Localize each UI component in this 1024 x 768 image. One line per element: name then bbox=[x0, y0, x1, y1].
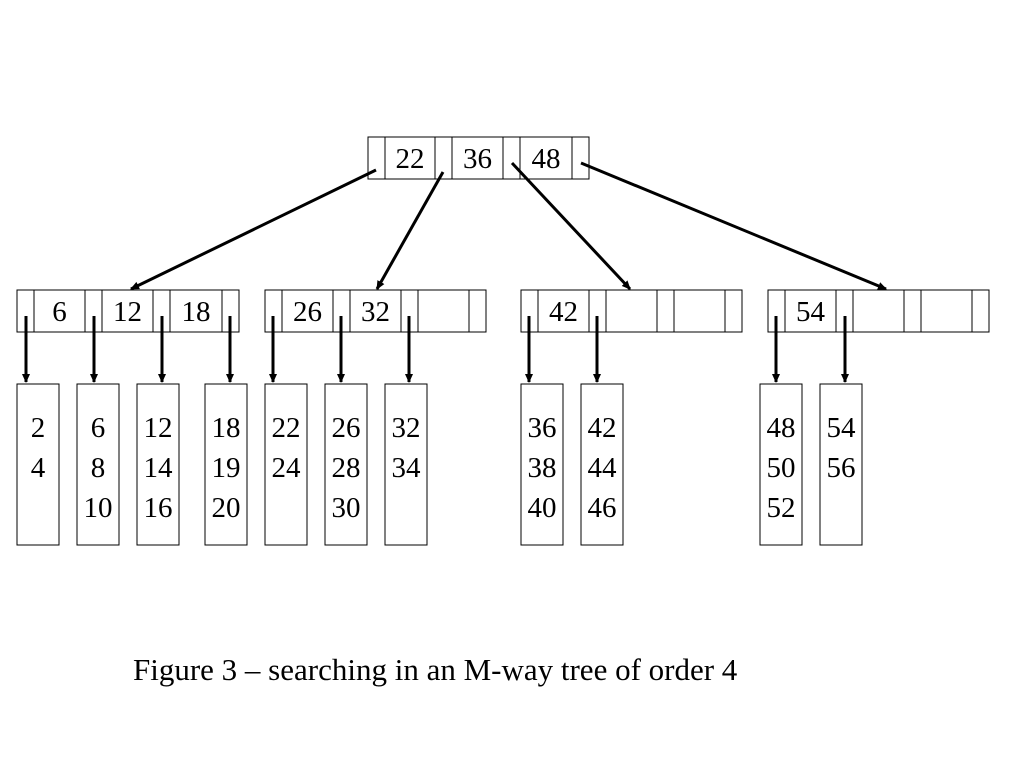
leaf-outline bbox=[384, 383, 428, 546]
leaf-node: 26 28 30 bbox=[324, 383, 368, 546]
leaf-value: 12 bbox=[144, 412, 173, 444]
leaf-outline bbox=[520, 383, 564, 546]
leaf-value: 18 bbox=[212, 412, 241, 444]
root-node-key: 48 bbox=[532, 143, 561, 175]
leaf-value: 42 bbox=[588, 412, 617, 444]
leaf-value: 4 bbox=[31, 452, 46, 484]
root-node-key: 36 bbox=[463, 143, 492, 175]
leaf-value: 54 bbox=[827, 412, 857, 444]
internal-node: 42 bbox=[520, 289, 743, 333]
leaf-value: 44 bbox=[588, 452, 618, 484]
root-node-key: 22 bbox=[396, 143, 425, 175]
leaf-value: 14 bbox=[144, 452, 174, 484]
internal-node-key: 32 bbox=[361, 296, 390, 328]
leaf-node: 12 14 16 bbox=[136, 383, 180, 546]
leaf-value: 2 bbox=[31, 412, 46, 444]
leaf-value: 40 bbox=[528, 492, 557, 524]
leaf-node: 48 50 52 bbox=[759, 383, 803, 546]
leaf-node: 18 19 20 bbox=[204, 383, 248, 546]
leaf-value: 16 bbox=[144, 492, 173, 524]
leaf-value: 36 bbox=[528, 412, 557, 444]
internal-node-key: 26 bbox=[293, 296, 322, 328]
leaf-value: 48 bbox=[767, 412, 796, 444]
internal-node-outline bbox=[520, 289, 743, 333]
figure-caption: Figure 3 – searching in an M-way tree of… bbox=[133, 652, 738, 687]
leaf-value: 6 bbox=[91, 412, 106, 444]
leaf-value: 52 bbox=[767, 492, 796, 524]
leaf-outline bbox=[204, 383, 248, 546]
leaf-value: 46 bbox=[588, 492, 617, 524]
internal-node-outline bbox=[264, 289, 487, 333]
leaf-node: 6 8 10 bbox=[76, 383, 120, 546]
internal-node-outline bbox=[16, 289, 240, 333]
leaf-value: 38 bbox=[528, 452, 557, 484]
root-edge-arrow bbox=[510, 161, 632, 291]
internal-node-key: 12 bbox=[113, 296, 142, 328]
root-edge-arrow bbox=[130, 168, 377, 291]
leaf-outline bbox=[136, 383, 180, 546]
internal-node-key: 42 bbox=[549, 296, 578, 328]
leaf-value: 24 bbox=[272, 452, 302, 484]
leaf-value: 26 bbox=[332, 412, 361, 444]
leaf-outline bbox=[759, 383, 803, 546]
leaf-value: 20 bbox=[212, 492, 241, 524]
leaf-outline bbox=[16, 383, 60, 546]
leaf-outline bbox=[324, 383, 368, 546]
internal-node: 6 12 18 bbox=[16, 289, 240, 333]
internal-node-outline bbox=[767, 289, 990, 333]
root-edge-arrow bbox=[375, 171, 445, 290]
leaf-node: 36 38 40 bbox=[520, 383, 564, 546]
leaf-value: 56 bbox=[827, 452, 856, 484]
leaf-node: 24 bbox=[16, 383, 60, 546]
leaf-value: 32 bbox=[392, 412, 421, 444]
leaf-outline bbox=[76, 383, 120, 546]
internal-node-key: 18 bbox=[182, 296, 211, 328]
root-node-outline bbox=[367, 136, 590, 180]
leaf-value: 10 bbox=[84, 492, 113, 524]
root-node: 22 36 48 bbox=[367, 136, 590, 180]
leaf-value: 28 bbox=[332, 452, 361, 484]
root-edge-arrow bbox=[580, 161, 887, 291]
leaf-value: 22 bbox=[272, 412, 301, 444]
internal-node: 26 32 bbox=[264, 289, 487, 333]
internal-node-key: 6 bbox=[52, 296, 67, 328]
leaf-node: 42 44 46 bbox=[580, 383, 624, 546]
internal-node-key: 54 bbox=[796, 296, 826, 328]
internal-node: 54 bbox=[767, 289, 990, 333]
leaf-value: 8 bbox=[91, 452, 106, 484]
leaf-outline bbox=[580, 383, 624, 546]
leaf-value: 50 bbox=[767, 452, 796, 484]
leaf-value: 30 bbox=[332, 492, 361, 524]
leaf-outline bbox=[264, 383, 308, 546]
leaf-value: 19 bbox=[212, 452, 241, 484]
leaf-value: 34 bbox=[392, 452, 422, 484]
leaf-outline bbox=[819, 383, 863, 546]
